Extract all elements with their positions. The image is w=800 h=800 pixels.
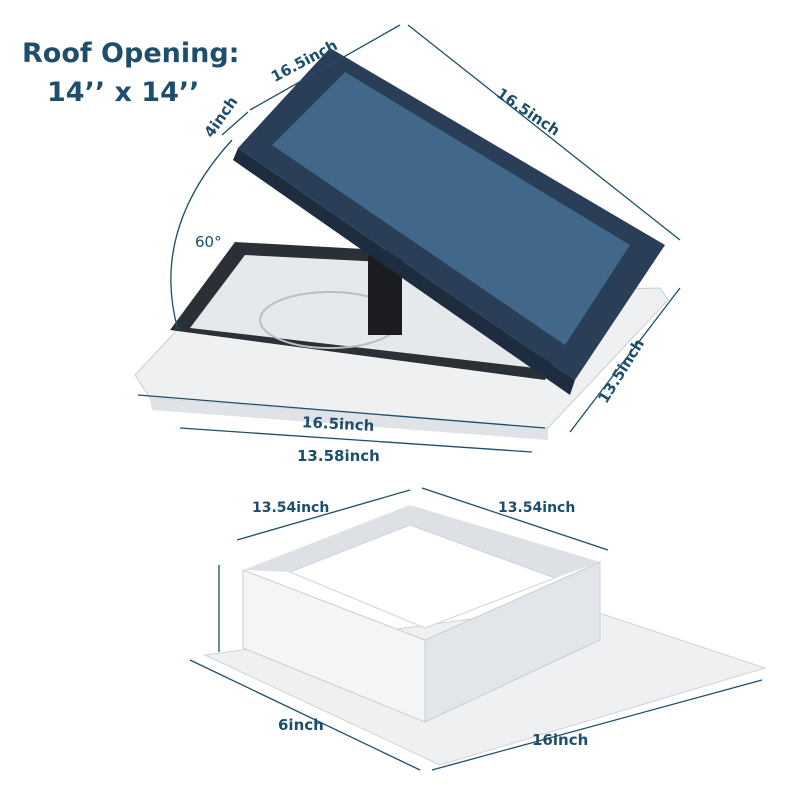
extension-left-width-label: 13.54inch <box>252 500 330 516</box>
vent-lid-edge <box>233 148 575 395</box>
vent-lid-window <box>272 72 630 345</box>
extension-right-width-label: 13.54inch <box>498 500 576 516</box>
extension-opening <box>288 524 557 629</box>
vent-base-side <box>150 398 548 440</box>
base-width-label: 16.5inch <box>301 413 375 435</box>
roof-opening-size: 14’’ x 14’’ <box>47 77 200 108</box>
extension-right-wall <box>424 561 601 723</box>
dimension-lines <box>137 24 763 771</box>
open-angle-label: 60° <box>195 233 222 251</box>
extension-flange-label: 16inch <box>532 731 589 749</box>
extension-height-label: 6inch <box>278 716 324 734</box>
roof-opening-title: Roof Opening: <box>22 38 240 69</box>
inner-width-label: 13.58inch <box>297 447 380 465</box>
extension-back-walls <box>243 505 600 578</box>
